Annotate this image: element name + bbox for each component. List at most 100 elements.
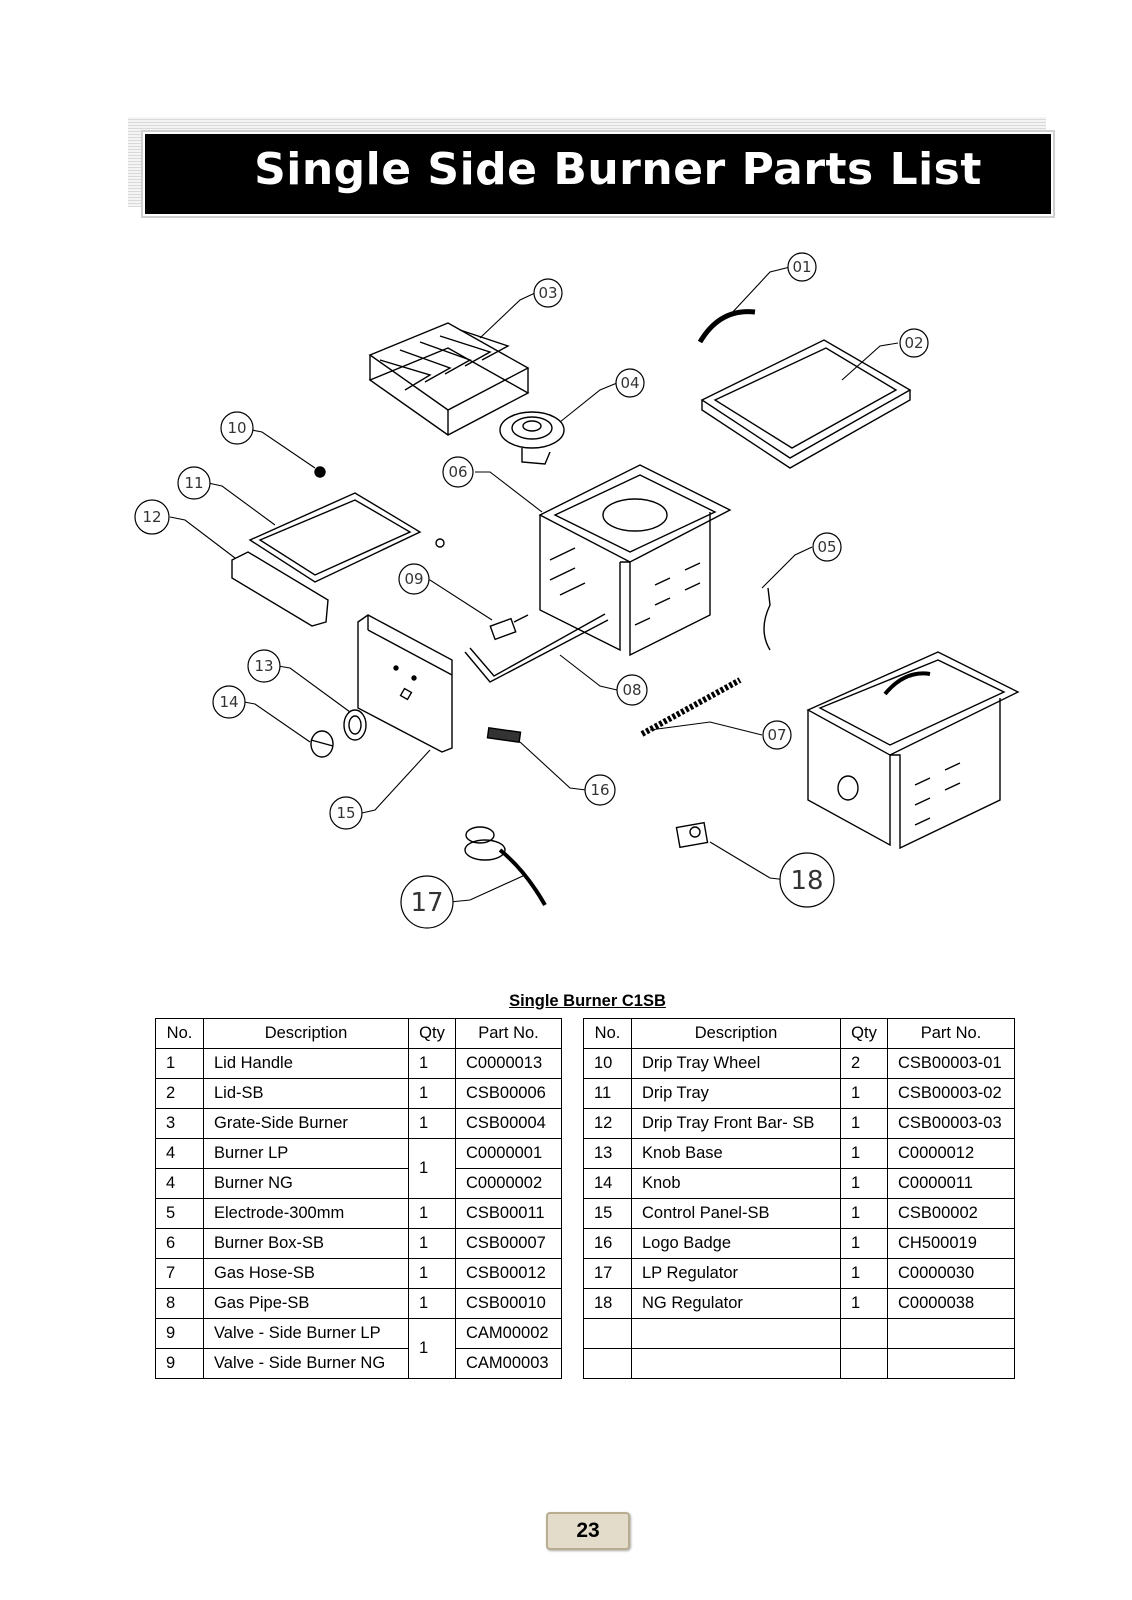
cell-qty: 1 <box>840 1108 888 1139</box>
callout-circle <box>442 456 474 488</box>
table-header-row: No. Description Qty Part No. <box>583 1018 1015 1049</box>
cell-part-no: CSB00012 <box>455 1258 562 1289</box>
grate-side-burner-drawing <box>368 322 530 436</box>
cell-no <box>583 1348 632 1379</box>
lid-handle-drawing <box>697 309 756 344</box>
header-qty: Qty <box>840 1018 888 1049</box>
drip-tray-wheel-drawing <box>314 466 326 478</box>
callout-circle <box>398 563 430 595</box>
ng-regulator-drawing <box>675 821 709 849</box>
cell-part-no: CSB00002 <box>887 1198 1015 1229</box>
cell-qty: 1 <box>840 1138 888 1169</box>
cell-no: 15 <box>583 1198 632 1229</box>
callout-label: 13 <box>254 657 273 675</box>
knob-base-drawing <box>343 709 367 741</box>
cell-qty: 1 <box>408 1048 456 1079</box>
lp-regulator-drawing <box>464 826 547 906</box>
header-no: No. <box>583 1018 632 1049</box>
burner-box-drawing <box>538 464 732 657</box>
callout-label: 10 <box>227 419 246 437</box>
callout-circle <box>616 674 648 706</box>
cell-description: Grate-Side Burner <box>203 1108 409 1139</box>
cell-no: 6 <box>155 1228 204 1259</box>
callout-circle <box>177 466 211 500</box>
table-row <box>583 1348 1015 1379</box>
cell-qty: 1 <box>408 1108 456 1139</box>
page-number: 23 <box>546 1512 630 1550</box>
callout-leaders <box>169 266 899 903</box>
logo-badge-drawing <box>486 727 522 743</box>
cell-no: 16 <box>583 1228 632 1259</box>
table-row <box>583 1318 1015 1349</box>
cell-no: 13 <box>583 1138 632 1169</box>
control-panel-drawing <box>357 614 453 753</box>
cell-qty: 1 <box>408 1138 456 1199</box>
cell-no: 8 <box>155 1288 204 1319</box>
cell-part-no: CSB00003-01 <box>887 1048 1015 1079</box>
callout-circle <box>247 649 281 683</box>
callout-circle <box>212 685 246 719</box>
cell-description: Valve - Side Burner LP <box>203 1318 409 1349</box>
cell-description <box>631 1348 841 1379</box>
callout-circle <box>762 720 792 750</box>
page-title: Single Side Burner Parts List <box>254 144 982 195</box>
cell-description: Lid-SB <box>203 1078 409 1109</box>
cell-part-no: CAM00002 <box>455 1318 562 1349</box>
table-header-row: No. Description Qty Part No. <box>155 1018 562 1049</box>
cell-part-no: C0000001 <box>455 1138 562 1169</box>
header-part-no: Part No. <box>887 1018 1015 1049</box>
cell-part-no: CSB00010 <box>455 1288 562 1319</box>
valve-drawing <box>489 614 529 641</box>
cell-description: Burner LP <box>203 1138 409 1169</box>
cell-no <box>583 1318 632 1349</box>
cell-no: 4 <box>155 1138 204 1169</box>
callout-circle <box>899 328 929 358</box>
cell-description: Valve - Side Burner NG <box>203 1348 409 1379</box>
callout-label: 07 <box>767 726 786 744</box>
cell-description: Gas Pipe-SB <box>203 1288 409 1319</box>
callout-label: 15 <box>336 804 355 822</box>
cell-description: Drip Tray <box>631 1078 841 1109</box>
callout-label: 18 <box>790 866 823 896</box>
burner-drawing <box>499 411 565 465</box>
knob-drawing <box>310 730 334 758</box>
cell-part-no: CSB00004 <box>455 1108 562 1139</box>
cell-no: 14 <box>583 1168 632 1199</box>
cell-part-no: CSB00003-03 <box>887 1108 1015 1139</box>
cell-no: 2 <box>155 1078 204 1109</box>
cell-no: 17 <box>583 1258 632 1289</box>
callout-circle <box>220 411 254 445</box>
header-part-no: Part No. <box>455 1018 562 1049</box>
cell-no: 4 <box>155 1168 204 1199</box>
cell-part-no: CSB00003-02 <box>887 1078 1015 1109</box>
cell-qty: 1 <box>408 1198 456 1229</box>
callout-circle <box>779 852 835 908</box>
callout-circle <box>812 532 842 562</box>
callout-circle <box>584 774 616 806</box>
cell-qty: 1 <box>840 1258 888 1289</box>
header-banner: Single Side Burner Parts List <box>143 132 1053 216</box>
cell-qty: 1 <box>408 1258 456 1289</box>
cell-description: NG Regulator <box>631 1288 841 1319</box>
cell-no: 7 <box>155 1258 204 1289</box>
cell-no: 3 <box>155 1108 204 1139</box>
cell-qty: 2 <box>840 1048 888 1079</box>
cell-description: Knob Base <box>631 1138 841 1169</box>
cell-part-no: C0000002 <box>455 1168 562 1199</box>
callout-label: 11 <box>184 474 203 492</box>
cell-description: Logo Badge <box>631 1228 841 1259</box>
callout-label: 17 <box>410 888 443 918</box>
callout-circle <box>615 368 645 398</box>
callout-label: 12 <box>142 508 161 526</box>
cell-description: Burner NG <box>203 1168 409 1199</box>
callout-circle <box>400 875 454 929</box>
callout-label: 04 <box>620 374 639 392</box>
cell-qty: 1 <box>840 1168 888 1199</box>
